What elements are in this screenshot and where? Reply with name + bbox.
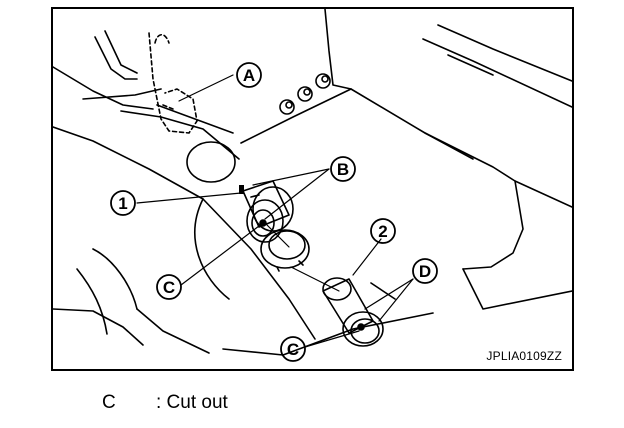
callout-b [330,156,356,182]
callout-d [412,258,438,284]
figure-code: JPLIA0109ZZ [486,349,562,363]
illustration: A B 1 C 2 D C [53,9,572,362]
callout-b-label: B [337,160,349,179]
panel-knobs [279,73,331,115]
callout-1 [110,190,136,216]
diagram-frame: A B 1 C 2 D C JPLIA0109ZZ [51,7,574,371]
callout-c-upper-label: C [163,278,175,297]
power-socket-1 [239,180,294,243]
socket-cap-2 [322,277,396,347]
callout-a [236,62,262,88]
callout-c-upper [156,274,182,300]
legend-key: C [102,392,116,413]
legend-description: : Cut out [156,392,228,413]
retaining-ring [260,229,310,272]
leader-lines [136,74,414,348]
callout-d-label: D [419,262,431,281]
callout-2 [370,218,396,244]
console-outline [53,9,572,356]
callout-a-label: A [243,66,255,85]
callout-2-label: 2 [378,222,387,241]
callouts [110,62,438,362]
hidden-outline [148,32,198,134]
callout-c-lower-label: C [287,340,299,359]
callout-c-lower [280,336,306,362]
panel-hole [186,141,236,183]
callout-1-label: 1 [118,194,127,213]
